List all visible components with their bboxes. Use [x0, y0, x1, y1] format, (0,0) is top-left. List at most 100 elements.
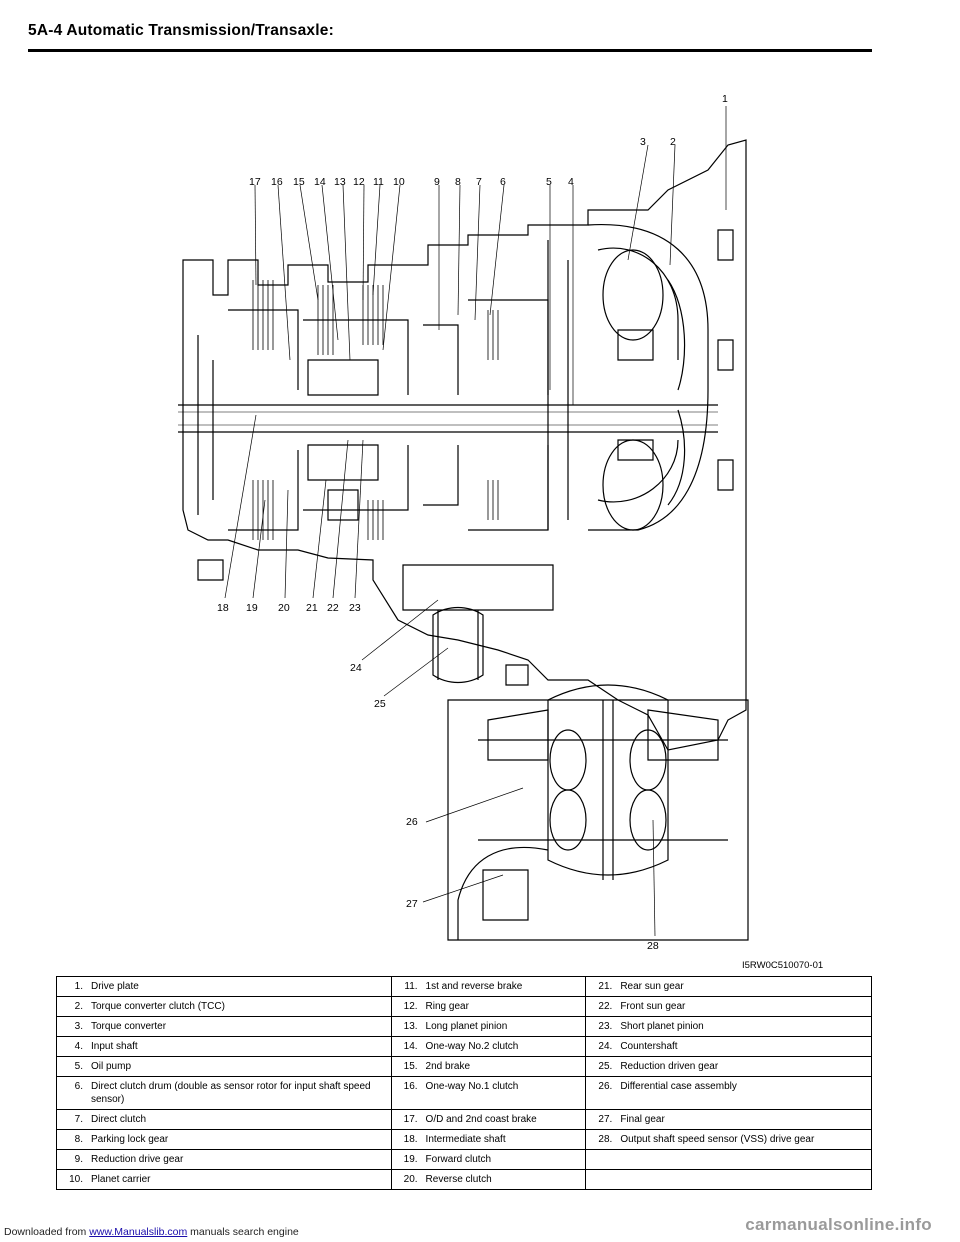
legend-cell: 23.Short planet pinion: [585, 1016, 872, 1037]
callout-7: 7: [476, 176, 482, 188]
legend-cell: 12. Ring gear: [390, 996, 587, 1017]
legend-part-name: Direct clutch drum (double as sensor rot…: [91, 1081, 371, 1105]
legend-number: 13.: [403, 1021, 418, 1032]
legend-number: 6.: [74, 1081, 83, 1092]
legend-cell: 21. Rear sun gear: [585, 976, 872, 997]
legend-number: 14.: [403, 1041, 418, 1052]
callout-17: 17: [249, 176, 261, 188]
legend-cell: [585, 1149, 872, 1170]
legend-number: 2.: [74, 1001, 83, 1012]
legend-row: 7. Direct clutch 17. O/D and 2nd coast brak…: [56, 1109, 872, 1130]
legend-part-name: Forward clutch: [425, 1154, 492, 1165]
footer-prefix: Downloaded from: [4, 1226, 90, 1238]
legend-cell: 7. Direct clutch: [56, 1109, 392, 1130]
legend-part-name: Oil pump: [91, 1061, 132, 1072]
callout-16: 16: [271, 176, 283, 188]
callout-1: 1: [722, 93, 728, 105]
legend-cell: 25. Reduction driven gear: [585, 1056, 872, 1077]
callout-21: 21: [306, 602, 318, 614]
legend-number: 1.: [74, 981, 83, 992]
legend-part-name: 2nd brake: [425, 1061, 471, 1072]
legend-number: 18.: [403, 1134, 418, 1145]
legend-part-name: Drive plate: [91, 981, 139, 992]
callout-15: 15: [293, 176, 305, 188]
legend-cell: 3.Torque converter: [56, 1016, 392, 1037]
legend-cell: 6. Direct clutch drum (double as sensor r…: [56, 1076, 392, 1110]
manualslib-link[interactable]: www.Manualslib.com: [89, 1226, 188, 1238]
legend-number: 16.: [403, 1081, 418, 1092]
legend-row: 9. Reduction drive gear 19. Forward clutch: [56, 1149, 872, 1170]
legend-part-name: Reduction drive gear: [91, 1154, 184, 1165]
legend-part-name: Input shaft: [91, 1041, 138, 1052]
legend-number: 5.: [74, 1061, 83, 1072]
legend-part-name: Front sun gear: [620, 1001, 686, 1012]
legend-number: 25.: [598, 1061, 613, 1072]
legend-cell: 19. Forward clutch: [390, 1149, 587, 1170]
legend-number: 27.: [598, 1114, 613, 1125]
legend-part-name: Direct clutch: [91, 1114, 147, 1125]
legend-part-name: Parking lock gear: [91, 1134, 169, 1145]
legend-part-name: Ring gear: [425, 1001, 469, 1012]
legend-number: 12.: [403, 1001, 418, 1012]
legend-number: 9.: [74, 1154, 83, 1165]
transaxle-drawing: [178, 106, 749, 941]
legend-cell: 16.One-way No.1 clutch: [390, 1076, 587, 1110]
legend-number: 15.: [403, 1061, 418, 1072]
callout-6: 6: [500, 176, 506, 188]
legend-part-name: 1st and reverse brake: [425, 981, 523, 992]
legend-number: 17.: [403, 1114, 418, 1125]
callout-10: 10: [393, 176, 405, 188]
download-footer: Downloaded from www.Manualslib.com manua…: [4, 1226, 299, 1238]
legend-row: 5. Oil pump 15. 2nd brake 25. Reduction drive…: [56, 1056, 872, 1077]
parts-legend-table: 1. Drive plate 11. 1st and reverse brake 21.…: [56, 976, 872, 1190]
callout-26: 26: [406, 816, 418, 828]
legend-number: 23.: [598, 1021, 613, 1032]
callout-11: 11: [373, 176, 384, 188]
legend-cell: 17. O/D and 2nd coast brake: [390, 1109, 587, 1130]
legend-number: 3.: [74, 1021, 83, 1032]
legend-part-name: Reduction driven gear: [620, 1061, 719, 1072]
legend-part-name: Torque converter clutch (TCC): [91, 1001, 225, 1012]
callout-18: 18: [217, 602, 229, 614]
legend-number: 21.: [598, 981, 613, 992]
header-rule: [28, 49, 872, 52]
callout-4: 4: [568, 176, 574, 188]
legend-cell: 26.Differential case assembly: [585, 1076, 872, 1110]
legend-cell: 13.Long planet pinion: [390, 1016, 587, 1037]
legend-row: 2. Torque converter clutch (TCC) 12. Ring g…: [56, 996, 872, 1017]
legend-cell: 27.Final gear: [585, 1109, 872, 1130]
transaxle-cutaway-figure: 1 2 3 4 5 6 7 8 9 10 11 12 13 14 15 16 1…: [28, 60, 872, 970]
callout-8: 8: [455, 176, 461, 188]
legend-cell: 11. 1st and reverse brake: [390, 976, 587, 997]
callout-19: 19: [246, 602, 258, 614]
legend-cell: 2. Torque converter clutch (TCC): [56, 996, 392, 1017]
page-title: 5A-4 Automatic Transmission/Transaxle:: [28, 22, 334, 39]
legend-number: 11.: [404, 981, 418, 992]
callout-28: 28: [647, 940, 659, 952]
legend-cell: 4. Input shaft: [56, 1036, 392, 1057]
legend-number: 28.: [598, 1134, 613, 1145]
legend-cell: [585, 1169, 872, 1190]
legend-part-name: Rear sun gear: [620, 981, 684, 992]
legend-number: 19.: [403, 1154, 418, 1165]
watermark-logo: carmanualsonline.info: [745, 1215, 932, 1234]
legend-part-name: Planet carrier: [91, 1174, 151, 1185]
legend-part-name: Countershaft: [620, 1041, 678, 1052]
callout-22: 22: [327, 602, 339, 614]
callout-20: 20: [278, 602, 290, 614]
callout-2: 2: [670, 136, 676, 148]
callout-25: 25: [374, 698, 386, 710]
legend-number: 4.: [74, 1041, 83, 1052]
footer-suffix: manuals search engine: [187, 1226, 299, 1238]
legend-cell: 14.One-way No.2 clutch: [390, 1036, 587, 1057]
legend-number: 7.: [74, 1114, 83, 1125]
callout-23: 23: [349, 602, 361, 614]
figure-code: I5RW0C510070-01: [742, 960, 824, 971]
legend-cell: 28.Output shaft speed sensor (VSS) drive…: [585, 1129, 872, 1150]
callout-5: 5: [546, 176, 552, 188]
legend-part-name: O/D and 2nd coast brake: [425, 1114, 537, 1125]
